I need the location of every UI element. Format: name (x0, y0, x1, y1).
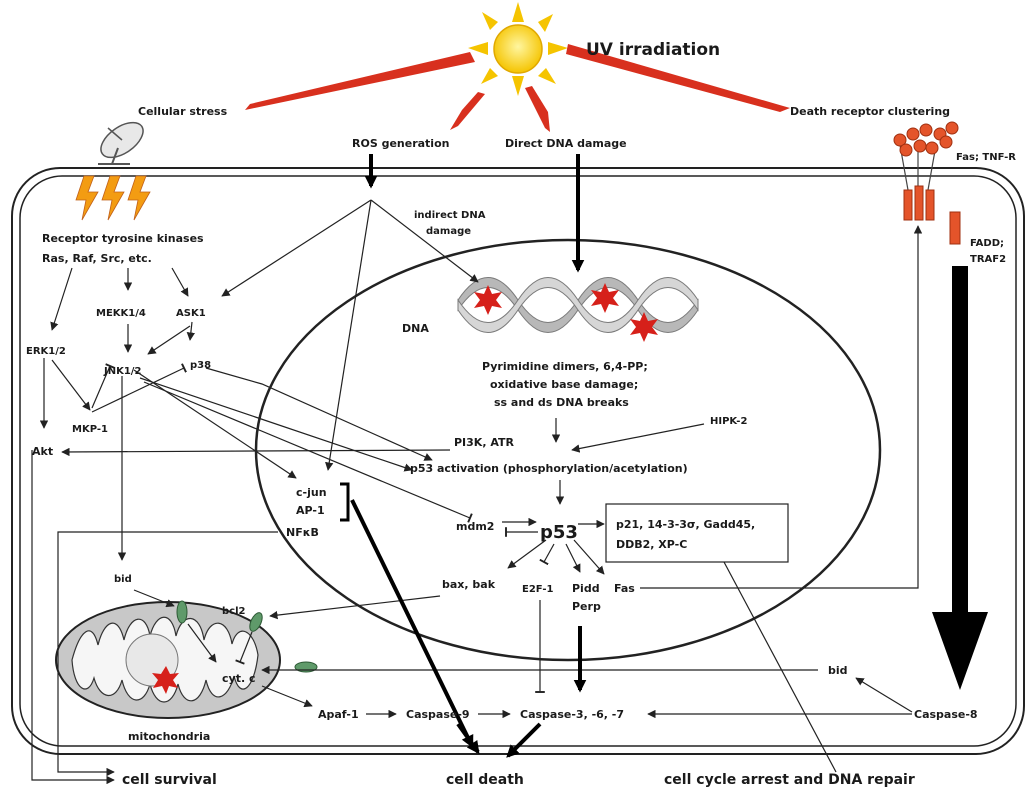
label-indirect-dna-2: damage (426, 226, 471, 237)
label-erk: ERK1/2 (26, 346, 66, 357)
label-perp: Perp (572, 600, 601, 613)
label-mitochondria: mitochondria (128, 730, 210, 743)
mitochondrion-icon (56, 602, 280, 718)
label-akt: Akt (32, 445, 53, 458)
label-mkp1: MKP-1 (72, 424, 108, 435)
label-fas: Fas (614, 582, 635, 595)
ap1-bracket (340, 484, 348, 520)
label-pidd: Pidd (572, 582, 600, 595)
label-damage-3: ss and ds DNA breaks (494, 396, 629, 409)
label-bid-1: bid (114, 574, 132, 585)
label-bax-bak: bax, bak (442, 578, 496, 591)
label-apaf1: Apaf-1 (318, 708, 359, 721)
label-cell-death: cell death (446, 772, 524, 788)
label-p53-activation: p53 activation (phosphorylation/acetylat… (410, 462, 688, 475)
label-bid-2: bid (828, 664, 848, 677)
label-cell-cycle-arrest: cell cycle arrest and DNA repair (664, 772, 915, 788)
label-pi3k: PI3K, ATR (454, 436, 515, 449)
label-uv-irradiation: UV irradiation (586, 40, 720, 60)
label-damage-2: oxidative base damage; (490, 378, 638, 391)
label-cellular-stress: Cellular stress (138, 105, 228, 118)
lightning-icon (76, 176, 150, 220)
label-ask1: ASK1 (176, 308, 206, 319)
label-caspase367: Caspase-3, -6, -7 (520, 708, 624, 721)
label-mekk: MEKK1/4 (96, 308, 146, 319)
label-targets-2: DDB2, XP-C (616, 538, 687, 551)
label-direct-dna: Direct DNA damage (505, 137, 627, 150)
label-ras: Ras, Raf, Src, etc. (42, 252, 152, 265)
label-death-receptor: Death receptor clustering (790, 105, 950, 118)
label-mdm2: mdm2 (456, 520, 494, 533)
label-damage-1: Pyrimidine dimers, 6,4-PP; (482, 360, 648, 373)
label-traf2: TRAF2 (970, 254, 1006, 265)
thick-pathway-arrows (352, 154, 580, 756)
label-ap1: AP-1 (296, 504, 325, 517)
label-caspase8: Caspase-8 (914, 708, 978, 721)
label-ros: ROS generation (352, 137, 449, 150)
label-e2f1: E2F-1 (522, 584, 553, 595)
label-rtk: Receptor tyrosine kinases (42, 232, 204, 245)
label-fadd: FADD; (970, 238, 1004, 249)
label-indirect-dna-1: indirect DNA (414, 210, 486, 221)
sun-icon (468, 2, 568, 96)
label-p53: p53 (540, 522, 578, 543)
label-jnk: JNK1/2 (103, 366, 141, 377)
label-p38: p38 (190, 360, 211, 371)
label-fas-tnfr: Fas; TNF-R (956, 152, 1016, 163)
p53-targets-box (606, 504, 788, 562)
label-targets-1: p21, 14-3-3σ, Gadd45, (616, 518, 755, 531)
label-bcl2: bcl2 (222, 606, 246, 617)
label-nfkb: NFκB (286, 526, 319, 539)
label-cjun: c-jun (296, 486, 327, 499)
label-caspase9: Caspase-9 (406, 708, 470, 721)
caspase8-thick-arrow (932, 266, 988, 690)
satellite-dish-icon (95, 116, 149, 165)
label-cytc: cyt. c (222, 672, 255, 685)
label-hipk2: HIPK-2 (710, 416, 747, 427)
receptor-icon (894, 122, 960, 244)
label-cell-survival: cell survival (122, 772, 217, 788)
label-dna: DNA (402, 322, 429, 335)
